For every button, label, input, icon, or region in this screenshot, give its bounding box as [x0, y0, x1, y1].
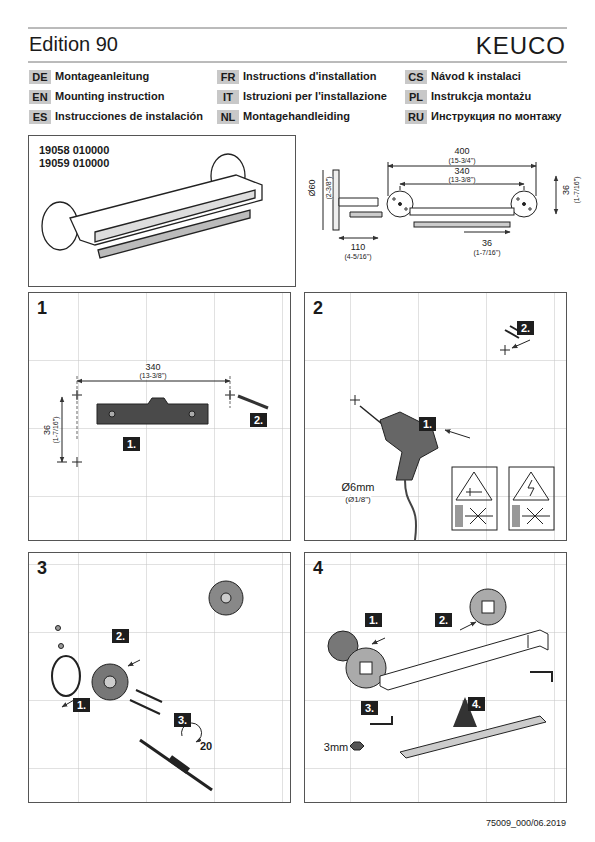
node-text: 2: [313, 298, 558, 319]
node-text: 1: [37, 298, 282, 319]
language-label: Instrukcja montażu: [431, 91, 531, 103]
node-text: 3.: [365, 702, 374, 714]
callout-number: 2.: [250, 413, 267, 427]
language-label: Instrucciones de instalación: [55, 111, 203, 123]
language-label: Инструкция по монтажу: [431, 111, 561, 123]
callout-number: 1.: [73, 698, 90, 712]
language-label: Instructions d'installation: [243, 71, 376, 83]
node-text: IT: [220, 91, 236, 103]
language-label: Istruzioni per l'installazione: [243, 91, 387, 103]
dimension-label: (1-7/16"): [474, 249, 501, 256]
dimension-label: (Ø1/8"): [345, 496, 371, 504]
node-text: 2.: [116, 630, 125, 642]
language-label: Montageanleitung: [55, 71, 149, 83]
node-text: RU: [408, 111, 424, 123]
language-label: Montagehandleiding: [243, 111, 350, 123]
language-code: RU: [405, 110, 427, 124]
node-text: ES: [32, 111, 48, 123]
document-title: Edition 90: [29, 33, 118, 56]
node-text: 2.: [439, 614, 448, 626]
language-code: FR: [217, 70, 239, 84]
step-panel: 4 1. 2. 3. 4.: [304, 552, 567, 803]
dimension-label: (13-3/8"): [449, 176, 476, 183]
callout-number: 1.: [365, 613, 382, 627]
node-text: 2.: [254, 414, 263, 426]
dimension-label: (1-7/16"): [52, 417, 59, 444]
node-text: 3.: [178, 714, 187, 726]
product-box: 19058 01000019059 010000: [28, 135, 296, 287]
language-code: IT: [217, 90, 239, 104]
node-text: 2.: [521, 322, 530, 334]
language-code: CS: [405, 70, 427, 84]
step-panel: 3 1. 2. 3.: [28, 552, 291, 803]
language-code: PL: [405, 90, 427, 104]
node-text: 1.: [77, 699, 86, 711]
node-text: EN: [32, 91, 48, 103]
callout-number: 2.: [435, 613, 452, 627]
callout-number: 3.: [174, 713, 191, 727]
dimension-label: (15-3/4"): [449, 157, 476, 164]
dimension-label: (2-3/8"): [325, 176, 332, 199]
callout-number: 3.: [361, 701, 378, 715]
node-text: 4.: [472, 698, 481, 710]
document-number: 75009_000/06.2019: [486, 819, 566, 828]
dimension-label: 36: [43, 425, 52, 435]
node-text: 19059 010000: [39, 157, 285, 170]
dimension-label: 36: [482, 239, 492, 248]
node-text: 19058 010000: [39, 144, 285, 157]
dimension-label: 36: [562, 185, 571, 195]
callout-number: 1.: [419, 417, 436, 431]
dimension-label: 340: [454, 167, 469, 176]
callout-number: 2.: [112, 629, 129, 643]
dimension-label: 20: [200, 741, 212, 753]
dimension-label: 110: [351, 243, 365, 252]
language-code: NL: [217, 110, 239, 124]
node-text: PL: [408, 91, 424, 103]
callout-number: 1.: [123, 437, 140, 451]
dimension-label: (1-7/16"): [573, 177, 580, 204]
language-label: Mounting instruction: [55, 91, 164, 103]
callout-number: 2.: [517, 321, 534, 335]
step-panel: 2 1. 2.: [304, 292, 567, 541]
dimension-label: (13-3/8"): [140, 372, 167, 379]
node-text: 1.: [423, 418, 432, 430]
node-text: DE: [32, 71, 48, 83]
language-label: Návod k instalaci: [431, 71, 521, 83]
dimension-label: (4-5/16"): [345, 253, 372, 260]
dimension-label: 400: [454, 147, 469, 156]
brand-logo: KEUCO: [476, 33, 566, 58]
node-text: CS: [408, 71, 424, 83]
node-text: 4: [313, 558, 558, 579]
dimension-label: Ø6mm: [342, 482, 375, 494]
language-code: DE: [29, 70, 51, 84]
dimension-label: 3mm: [324, 742, 348, 754]
dimension-label: 340: [145, 363, 160, 372]
node-text: 1.: [127, 438, 136, 450]
node-text: FR: [220, 71, 236, 83]
node-text: 3: [37, 558, 282, 579]
node-text: 1.: [369, 614, 378, 626]
dimension-label: Ø60: [308, 179, 317, 196]
node-text: NL: [220, 111, 236, 123]
language-code: ES: [29, 110, 51, 124]
callout-number: 4.: [468, 697, 485, 711]
language-code: EN: [29, 90, 51, 104]
step-panel: 1 1. 2.: [28, 292, 291, 541]
